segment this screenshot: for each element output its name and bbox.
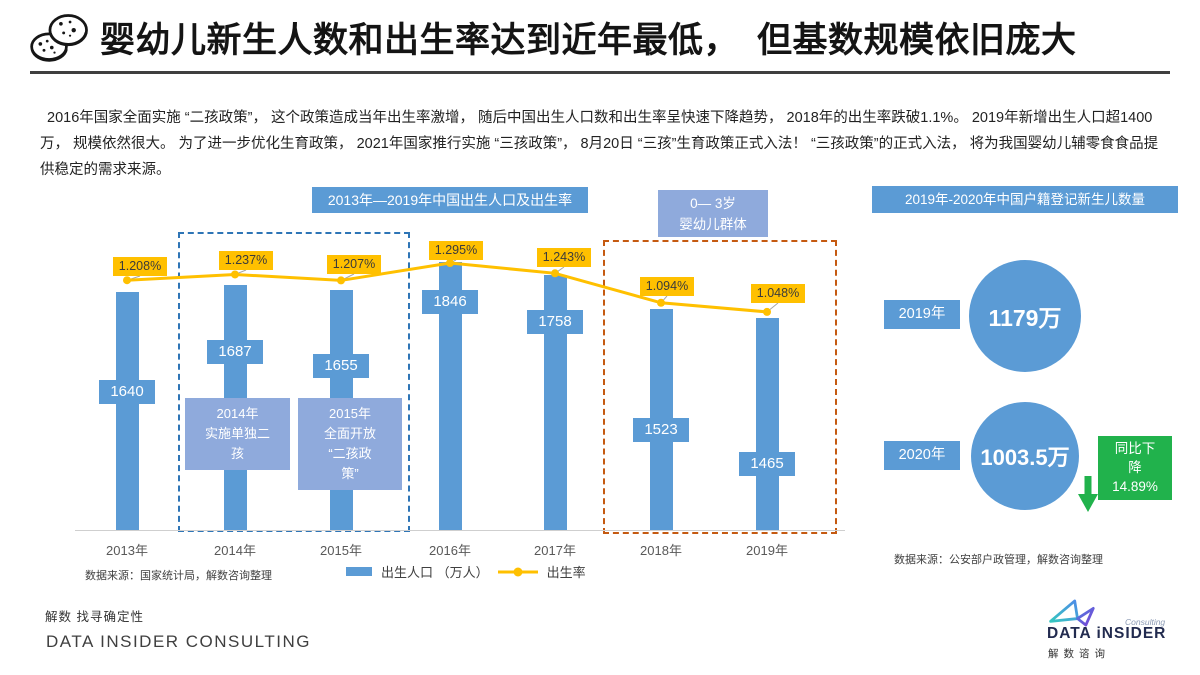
bar-value-label: 1640: [99, 380, 155, 404]
bar-value-label: 1523: [633, 418, 689, 442]
bar-value-label: 1687: [207, 340, 263, 364]
logo-consulting-text: Consulting: [1125, 617, 1166, 627]
rate-label: 1.295%: [429, 241, 483, 260]
line-marker: [551, 269, 559, 278]
year-2019-label: 2019年: [884, 300, 960, 329]
line-marker: [763, 307, 771, 316]
age-0-3-label: 0— 3岁 婴幼儿群体: [658, 190, 768, 237]
panel-title: 2019年-2020年中国户籍登记新生儿数量: [872, 186, 1178, 213]
butterfly-logo-icon: [1049, 599, 1095, 627]
bar: [755, 318, 779, 530]
x-axis-label: 2016年: [429, 543, 471, 558]
x-axis-label: 2014年: [214, 543, 256, 558]
registered-newborns-panel: 2019年-2020年中国户籍登记新生儿数量 2019年 1179万 2020年…: [860, 180, 1192, 580]
annotation-2015: 2015年 全面开放 “二孩政 策”: [298, 398, 402, 490]
chart-title: 2013年—2019年中国出生人口及出生率: [312, 187, 588, 213]
x-axis-label: 2015年: [320, 543, 362, 558]
line-marker: [231, 270, 239, 279]
panel-source: 数据来源：公安部户政管理，解数咨询整理: [894, 554, 1103, 566]
rate-label: 1.094%: [640, 277, 694, 296]
line-marker: [337, 276, 345, 285]
rate-label: 1.208%: [113, 257, 167, 276]
yoy-decline-badge: 同比下 降 14.89%: [1098, 436, 1172, 500]
x-axis-label: 2019年: [746, 543, 788, 558]
bar-value-label: 1758: [527, 310, 583, 334]
bar-value-label: 1465: [739, 452, 795, 476]
bar: [115, 292, 139, 530]
footer-company: DATA INSIDER CONSULTING: [46, 632, 311, 651]
annotation-2014: 2014年 实施单独二 孩: [185, 398, 290, 470]
value-2019-circle: 1179万: [969, 260, 1081, 372]
cookies-icon: [30, 14, 88, 62]
rate-label: 1.243%: [537, 248, 591, 267]
line-marker: [657, 298, 665, 307]
bar-legend-label: 出生人口 （万人）: [381, 565, 489, 580]
title-divider: [30, 71, 1170, 74]
bar-value-label: 1846: [422, 290, 478, 314]
x-axis-label: 2018年: [640, 543, 682, 558]
line-marker: [123, 276, 131, 285]
page-title: 婴幼儿新生人数和出生率达到近年最低， 但基数规模依旧庞大: [100, 21, 1077, 60]
birth-rate-line: [123, 259, 779, 316]
line-marker: [446, 259, 454, 267]
line-legend-label: 出生率: [546, 565, 586, 580]
x-axis: [75, 530, 845, 531]
logo-chinese-text: 解数谘询: [1048, 648, 1110, 660]
line-legend-marker: [497, 567, 538, 576]
rate-labels-layer: 1.208% 1.237% 1.207% 1.295% 1.243% 1.094% 1.04…: [70, 180, 850, 580]
header: 婴幼儿新生人数和出生率达到近年最低， 但基数规模依旧庞大: [28, 10, 1077, 65]
bar: [543, 275, 567, 530]
chart-source: 数据来源：国家统计局，解数咨询整理: [85, 570, 272, 582]
legend: 出生人口 （万人） 出生率: [346, 562, 586, 581]
bar: [438, 262, 462, 530]
intro-paragraph: 2016年国家全面实施 “二孩政策”， 这个政策造成当年出生率激增， 随后中国出…: [40, 109, 1159, 178]
year-2020-label: 2020年: [884, 441, 960, 470]
rate-label: 1.048%: [751, 284, 805, 303]
rate-label: 1.237%: [219, 251, 273, 270]
two-child-policy-highlight-box: [178, 232, 410, 532]
x-axis-label: 2017年: [534, 543, 576, 558]
data-insider-logo: Consulting DATA iNSIDER 解数谘询: [1045, 597, 1190, 669]
bar-value-label: 1655: [313, 354, 369, 378]
down-arrow-icon: [1078, 476, 1098, 512]
rate-label: 1.207%: [327, 255, 381, 274]
logo-brand-text: DATA iNSIDER: [1047, 625, 1167, 642]
bar-legend-swatch: [346, 567, 372, 576]
footer-tagline: 解数 找寻确定性: [45, 610, 144, 624]
age-0-3-highlight-box: [603, 240, 837, 534]
value-2020-circle: 1003.5万: [971, 402, 1079, 510]
birth-population-chart: 2013年—2019年中国出生人口及出生率 0— 3岁 婴幼儿群体 1640 20…: [70, 180, 850, 582]
x-axis-label: 2013年: [106, 543, 148, 558]
